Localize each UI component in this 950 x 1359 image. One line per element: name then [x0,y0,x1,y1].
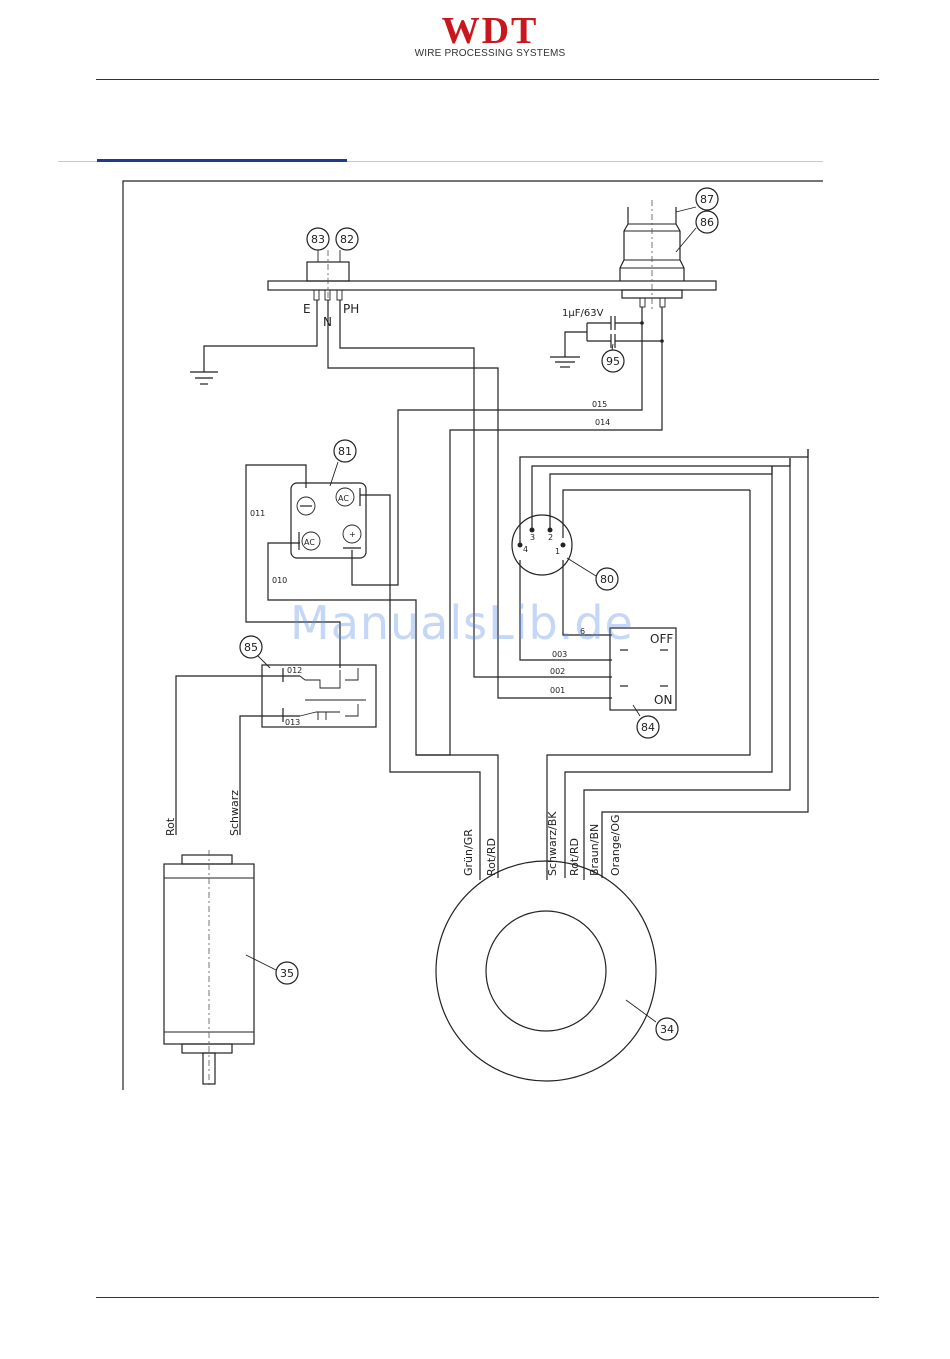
svg-text:81: 81 [338,445,352,458]
callout-34: 34 [626,1000,678,1040]
wire-013-label: 013 [285,718,300,727]
pin-1-label: 1 [555,547,560,556]
relay-ac-top-label: AC [338,494,349,503]
callout-82: 82 [336,228,358,250]
svg-text:80: 80 [600,573,614,586]
wire-001-label: 001 [550,686,565,695]
callout-87: 87 [676,188,718,212]
pin-2-label: 2 [548,533,553,542]
transformer-wire-5-label: Braun/BN [588,824,601,876]
motor-wire-rot-label: Rot [164,817,177,836]
watermark: ManualsLib.de [290,596,670,650]
transformer-34 [436,861,656,1081]
svg-text:86: 86 [700,216,714,229]
wire-011-label: 011 [250,509,265,518]
transformer-wire-4-label: Rot/RD [568,838,581,876]
svg-text:85: 85 [244,641,258,654]
wire-010-label: 010 [272,576,287,585]
transformer-wire-3-label: Schwarz/BK [546,811,559,876]
switch-on-label: ON [654,693,672,707]
terminal-e-label: E [303,302,311,316]
svg-text:83: 83 [311,233,325,246]
power-inlet-82-83 [307,250,349,300]
svg-text:84: 84 [641,721,655,734]
relay-plus-symbol: + [349,530,356,539]
transformer-wire-1-label: Grün/GR [462,829,475,876]
motor-35 [164,850,254,1088]
wire-003-label: 003 [552,650,567,659]
transformer-wire-2-label: Rot/RD [485,838,498,876]
relay-ac-left-label: AC [304,538,315,547]
pin-4-label: 4 [523,545,528,554]
callout-81: 81 [330,440,356,486]
wire-002-label: 002 [550,667,565,676]
callout-83: 83 [307,228,329,250]
callout-86: 86 [676,211,718,252]
component-86-87 [620,200,684,310]
motor-wire-schwarz-label: Schwarz [228,790,241,836]
ground-symbol [190,300,317,384]
capacitor-rating-label: 1µF/63V [562,308,604,319]
svg-text:34: 34 [660,1023,674,1036]
callout-80: 80 [567,558,618,590]
wiring [176,300,808,880]
pin-3-label: 3 [530,533,535,542]
callout-85: 85 [240,636,270,668]
wire-015-label: 015 [592,400,607,409]
svg-text:35: 35 [280,967,294,980]
svg-text:82: 82 [340,233,354,246]
wire-014-label: 014 [595,418,610,427]
mounting-plate [268,281,716,290]
terminal-ph-label: PH [343,302,359,316]
svg-text:95: 95 [606,355,620,368]
transformer-wire-6-label: Orange/OG [609,814,622,876]
wire-012-label: 012 [287,666,302,675]
relay-85 [262,665,376,727]
connector-80 [512,515,572,575]
callout-95: 95 [602,344,624,372]
relay-81 [291,483,366,558]
svg-text:87: 87 [700,193,714,206]
